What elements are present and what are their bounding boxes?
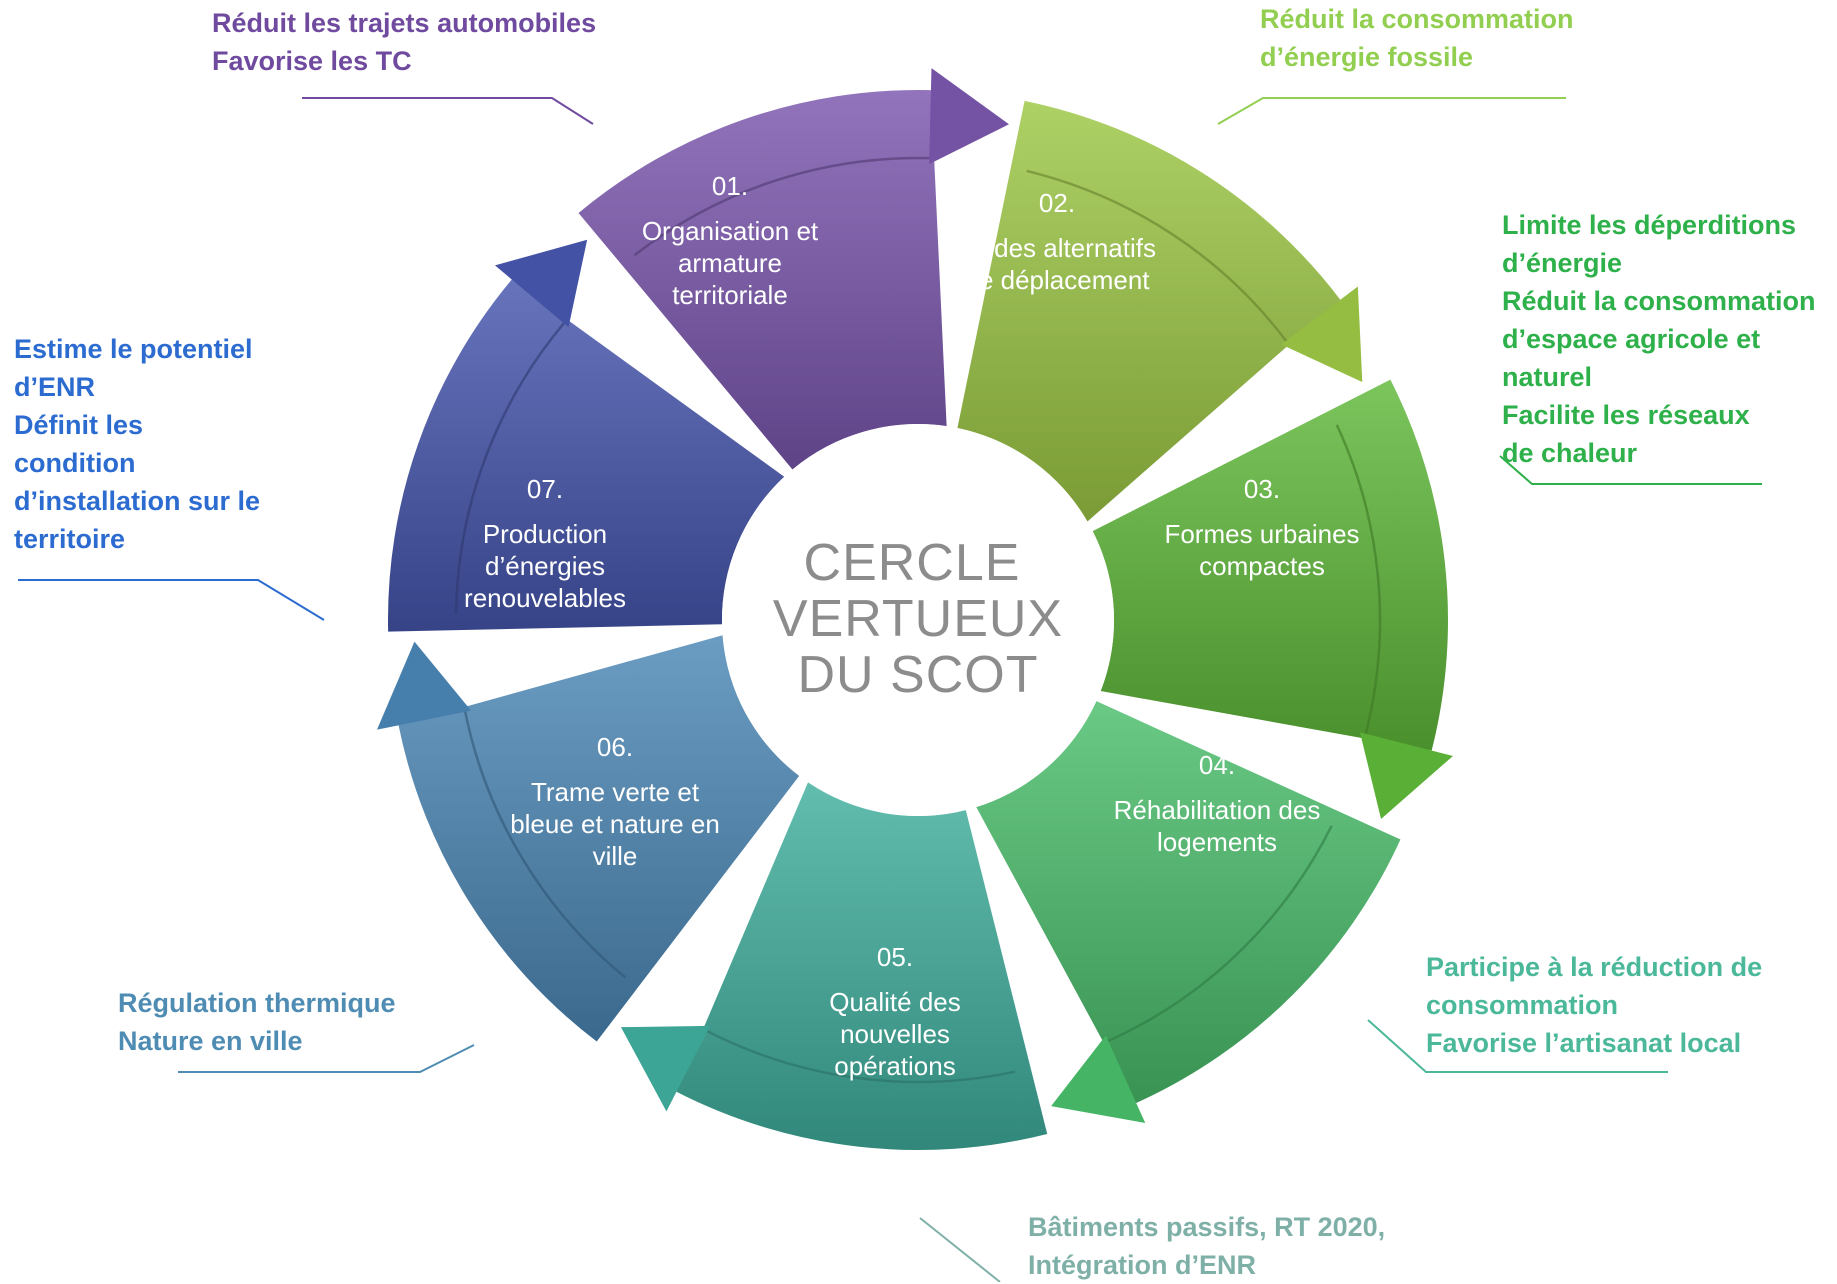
- segment-2-label-line-2: de déplacement: [964, 265, 1150, 295]
- segment-3-number: 03.: [1244, 474, 1280, 504]
- note-7-line-2: d’ENR: [14, 372, 95, 402]
- segment-7-number: 07.: [527, 474, 563, 504]
- note-4-line-3: Favorise l’artisanat local: [1426, 1028, 1742, 1058]
- note-segment-06: Régulation thermique Nature en ville: [118, 984, 396, 1060]
- segment-6-label-line-1: Trame verte et: [531, 777, 700, 807]
- segment-6-arrow-band: [463, 711, 627, 979]
- segment-4-arrow-band: [1107, 825, 1333, 1043]
- note-7-line-5: d’installation sur le: [14, 486, 261, 516]
- segment-4-label-line-2: logements: [1157, 827, 1277, 857]
- note-segment-07: Estime le potentiel d’ENR Définit les co…: [14, 330, 260, 558]
- segment-6-body: [398, 635, 800, 1042]
- segment-5-arrow-band: [706, 1030, 1016, 1084]
- segment-3-body: [1092, 379, 1448, 751]
- note-6-line-1: Régulation thermique: [118, 988, 396, 1018]
- note-1-line-1: Réduit les trajets automobiles: [212, 8, 597, 38]
- segment-1-label-line-3: territoriale: [672, 280, 788, 310]
- note-3-line-4: d’espace agricole et: [1502, 324, 1761, 354]
- segment-5-label-line-3: opérations: [834, 1051, 955, 1081]
- note-7-line-1: Estime le potentiel: [14, 334, 253, 364]
- segment-5-label-line-2: nouvelles: [840, 1019, 950, 1049]
- callout-line-1: [302, 97, 594, 125]
- note-5-line-2: Intégration d’ENR: [1028, 1250, 1256, 1280]
- callout-line-4: [1367, 1019, 1668, 1073]
- segment-6-label-line-3: ville: [593, 841, 638, 871]
- note-7-line-6: territoire: [14, 524, 126, 554]
- segment-4-label-line-1: Réhabilitation des: [1114, 795, 1321, 825]
- note-3-line-7: de chaleur: [1502, 438, 1638, 468]
- note-2-line-2: d’énergie fossile: [1260, 42, 1474, 72]
- segment-7-arrow-band: [454, 322, 565, 615]
- segment-5-number: 05.: [877, 942, 913, 972]
- segment-2-arrow-band: [1026, 169, 1288, 342]
- segment-2-number: 02.: [1039, 188, 1075, 218]
- note-3-line-5: naturel: [1502, 362, 1593, 392]
- note-segment-03: Limite les déperditions d’énergie Réduit…: [1502, 206, 1816, 472]
- note-6-line-2: Nature en ville: [118, 1026, 303, 1056]
- callout-line-7: [18, 579, 325, 621]
- center-title-line-2: VERTUEUX: [773, 590, 1063, 648]
- segment-1-number: 01.: [712, 171, 748, 201]
- callout-line-2: [1217, 97, 1566, 125]
- segment-7-arrow-head: [494, 239, 588, 328]
- segment-1-arrow-head: [929, 68, 1009, 165]
- center-title-line-1: CERCLE: [804, 534, 1021, 592]
- segment-5-label-line-1: Qualité des: [829, 987, 961, 1017]
- callout-lines: [18, 97, 1762, 1282]
- segment-1-body: [578, 90, 947, 470]
- segment-7-label-line-3: renouvelables: [464, 583, 626, 613]
- center-title-line-3: DU SCOT: [798, 646, 1039, 704]
- note-4-line-1: Participe à la réduction de: [1426, 952, 1763, 982]
- segment-7-label-line-2: d’énergies: [485, 551, 605, 581]
- segment-6-label-line-2: bleue et nature en: [510, 809, 720, 839]
- segment-7-label-line-1: Production: [483, 519, 607, 549]
- note-4-line-2: consommation: [1426, 990, 1619, 1020]
- segment-3-arrow-band: [1335, 424, 1382, 735]
- segment-6-number: 06.: [597, 732, 633, 762]
- segment-1-label-line-1: Organisation et: [642, 216, 819, 246]
- note-3-line-3: Réduit la consommation: [1502, 286, 1816, 316]
- note-7-line-4: condition: [14, 448, 136, 478]
- segment-4-arrow-head: [1051, 1035, 1146, 1124]
- note-2-line-1: Réduit la consommation: [1260, 4, 1574, 34]
- segment-6-arrow-head: [376, 641, 472, 730]
- segment-1-arrow-band: [633, 156, 930, 257]
- segment-1-label-line-2: armature: [678, 248, 782, 278]
- callout-line-6: [178, 1044, 475, 1073]
- note-5-line-1: Bâtiments passifs, RT 2020,: [1028, 1212, 1386, 1242]
- segment-3-arrow-head: [1359, 732, 1453, 820]
- note-segment-05: Bâtiments passifs, RT 2020, Intégration …: [1028, 1208, 1385, 1284]
- segment-4-body: [976, 701, 1401, 1103]
- segment-3-label-line-2: compactes: [1199, 551, 1325, 581]
- center-circle: [722, 424, 1114, 816]
- note-3-line-6: Facilite les réseaux: [1502, 400, 1750, 430]
- note-3-line-1: Limite les déperditions: [1502, 210, 1797, 240]
- note-7-line-3: Définit les: [14, 410, 144, 440]
- note-segment-01: Réduit les trajets automobiles Favorise …: [212, 4, 596, 80]
- note-segment-02: Réduit la consommation d’énergie fossile: [1260, 0, 1574, 76]
- note-3-line-2: d’énergie: [1502, 248, 1623, 278]
- segment-2-label-line-1: Modes alternatifs: [958, 233, 1156, 263]
- segment-4-number: 04.: [1199, 750, 1235, 780]
- segment-2-body: [957, 100, 1341, 522]
- callout-line-3: [1499, 455, 1762, 485]
- segment-5-arrow-head: [620, 1025, 711, 1112]
- segment-2-arrow-head: [1281, 286, 1363, 383]
- segment-7-body: [388, 279, 785, 632]
- note-segment-04: Participe à la réduction de consommation…: [1426, 948, 1762, 1062]
- segment-3-label-line-1: Formes urbaines: [1164, 519, 1359, 549]
- note-1-line-2: Favorise les TC: [212, 46, 412, 76]
- callout-line-5: [919, 1217, 1001, 1282]
